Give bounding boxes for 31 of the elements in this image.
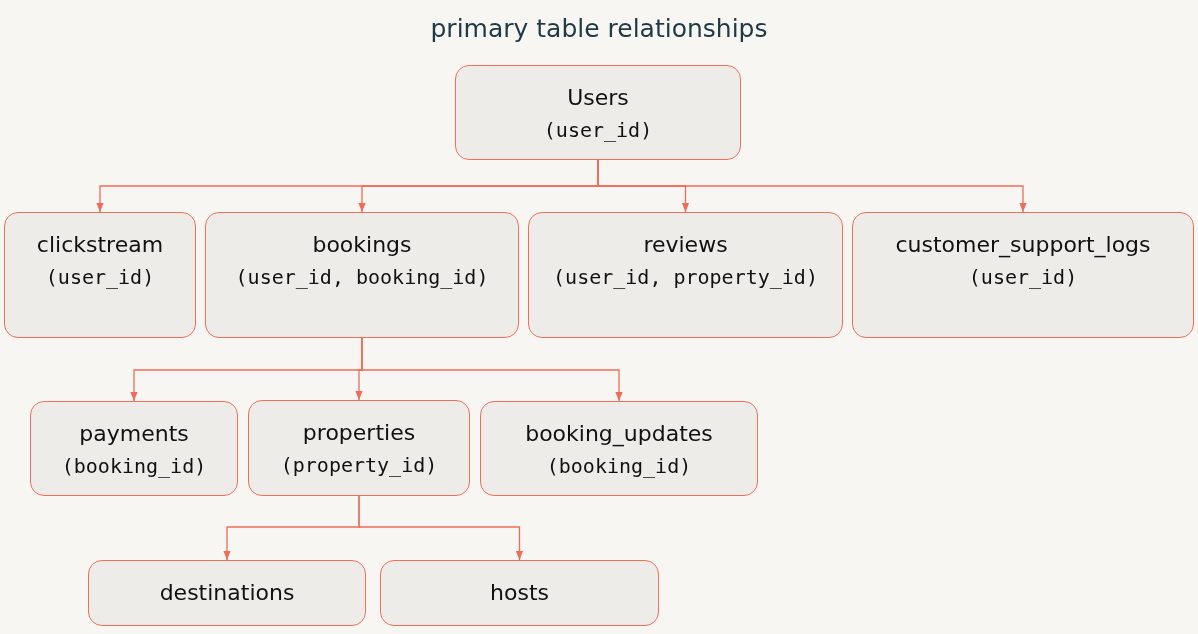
table-name: properties bbox=[302, 419, 416, 447]
table-name: hosts bbox=[490, 579, 549, 607]
key-columns: (user_id, booking_id) bbox=[225, 261, 499, 293]
table-box bbox=[248, 400, 470, 496]
table-name: Users bbox=[567, 84, 629, 112]
table-box bbox=[852, 212, 1194, 338]
diagram-title: primary table relationships bbox=[429, 14, 769, 43]
connector-arrow bbox=[361, 337, 623, 402]
table-box bbox=[480, 401, 758, 496]
key-columns: (booking_id) bbox=[51, 450, 217, 482]
table-box bbox=[380, 560, 659, 626]
key-columns: (user_id) bbox=[958, 261, 1088, 293]
table-box bbox=[30, 401, 238, 496]
table-name: customer_support_logs bbox=[895, 231, 1151, 260]
table-box bbox=[455, 65, 741, 160]
table-box bbox=[205, 212, 519, 338]
table-box bbox=[4, 212, 196, 338]
key-columns: (user_id) bbox=[533, 114, 663, 146]
table-box bbox=[528, 212, 843, 338]
key-columns: (property_id) bbox=[270, 449, 448, 481]
table-name: clickstream bbox=[36, 231, 164, 259]
table-name: payments bbox=[79, 420, 189, 448]
table-name: reviews bbox=[643, 231, 728, 259]
table-name: bookings bbox=[312, 231, 412, 259]
key-columns: (user_id) bbox=[35, 261, 165, 293]
key-columns: (user_id, property_id) bbox=[543, 261, 828, 293]
table-name: destinations bbox=[159, 579, 295, 607]
key-columns: (booking_id) bbox=[536, 450, 702, 482]
table-box bbox=[88, 560, 366, 626]
connector-arrow bbox=[358, 495, 524, 561]
table-name: booking_updates bbox=[525, 420, 713, 449]
